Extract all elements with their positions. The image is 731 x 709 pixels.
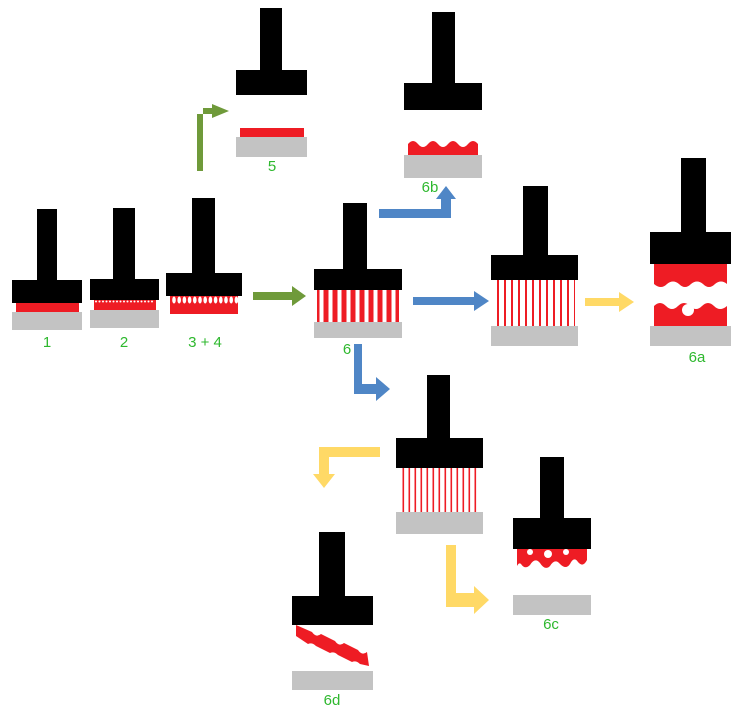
arrow-blue-to-6b xyxy=(379,186,456,218)
label-1: 1 xyxy=(42,334,52,351)
stage-6d xyxy=(292,532,373,690)
label-6b: 6b xyxy=(421,179,439,196)
cavity-void xyxy=(198,296,202,304)
cavity-void xyxy=(229,296,233,304)
interface-dot xyxy=(112,300,115,303)
interface-dot xyxy=(151,300,153,303)
cavity-void xyxy=(177,296,181,304)
label-2: 2 xyxy=(119,334,129,351)
cavity-void xyxy=(187,296,192,304)
interface-dot xyxy=(109,300,111,303)
interface-dot xyxy=(102,300,104,303)
cavity-void xyxy=(213,296,218,304)
arrow-yellow-to-6c xyxy=(446,545,489,614)
interface-dot xyxy=(98,300,101,303)
interface-dot xyxy=(105,300,108,303)
arrow-green-to-5 xyxy=(197,104,229,171)
arrow-blue-right xyxy=(413,291,489,311)
cavity-void xyxy=(203,296,207,304)
label-6d: 6d xyxy=(323,692,341,709)
interface-dot xyxy=(147,300,150,303)
cavity-void xyxy=(193,296,197,304)
cavity-void xyxy=(172,296,176,304)
arrow-green-to-6 xyxy=(253,286,306,306)
interface-dot xyxy=(116,300,118,303)
interface-dot xyxy=(95,300,97,303)
interface-dot xyxy=(130,300,132,303)
interface-dot xyxy=(126,300,129,303)
stage-2 xyxy=(90,208,159,328)
interface-dot xyxy=(137,300,139,303)
cavity-void xyxy=(219,296,223,304)
cavity-void xyxy=(224,296,228,304)
arrow-yellow-to-6d xyxy=(313,447,380,488)
arrow-blue-down xyxy=(354,344,390,401)
stage-5 xyxy=(236,8,307,157)
stage-6 xyxy=(314,203,402,338)
label-6a: 6a xyxy=(688,349,706,366)
label-3-4: 3 + 4 xyxy=(188,334,222,351)
stage-1 xyxy=(12,209,82,330)
cavity-void xyxy=(208,296,213,304)
interface-dot xyxy=(123,300,125,303)
label-6: 6 xyxy=(342,341,352,358)
interface-dot xyxy=(133,300,136,303)
stage-3-4 xyxy=(166,198,242,314)
interface-dot xyxy=(140,300,143,303)
stage-6-lower xyxy=(396,375,483,534)
stage-6a xyxy=(650,158,731,346)
label-5: 5 xyxy=(267,158,277,175)
interface-dot xyxy=(119,300,122,303)
cavity-void xyxy=(182,296,187,304)
interface-dot xyxy=(144,300,146,303)
cavity-void xyxy=(234,296,239,304)
arrow-yellow-to-6a xyxy=(585,292,634,312)
stage-6c xyxy=(513,457,591,615)
label-6c: 6c xyxy=(543,616,559,633)
stage-6b xyxy=(404,12,482,178)
stage-6-stretched xyxy=(491,186,578,346)
